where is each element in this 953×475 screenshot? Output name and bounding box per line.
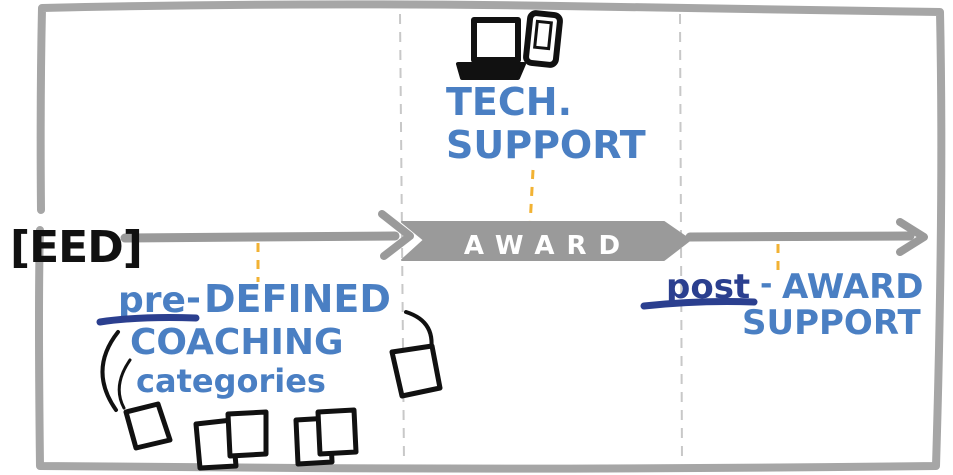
pre-underline: [96, 314, 200, 326]
award-label: AWARD: [464, 231, 632, 261]
timeline-arrowhead-2: [896, 218, 928, 256]
post-underline: [640, 298, 758, 310]
timeline-arrow-1: [120, 231, 400, 243]
pre-dash: -: [186, 278, 201, 319]
categories-line: categories: [136, 362, 326, 400]
curve-arrow-left: [100, 330, 120, 412]
timeline-arrow-2: [685, 231, 915, 242]
frame-border: [35, 0, 946, 473]
tech-support-line2: SUPPORT: [446, 123, 646, 167]
sticky-note-icon: [123, 343, 443, 471]
laptop-icon: [456, 17, 526, 80]
phone-icon: [523, 10, 563, 68]
coaching-line: COACHING: [130, 322, 344, 363]
curve-arrow-left-inner: [117, 358, 132, 410]
post-support-line: SUPPORT: [742, 303, 921, 343]
award-word: AWARD: [782, 267, 923, 307]
timeline-arrowhead-1: [378, 210, 414, 260]
connector-tech: [528, 169, 535, 227]
start-label: [EED]: [10, 222, 142, 273]
award-arrow: [401, 221, 691, 261]
defined-word: DEFINED: [204, 277, 391, 321]
tech-support-line1: TECH.: [446, 80, 572, 124]
post-dash: -: [760, 267, 772, 302]
